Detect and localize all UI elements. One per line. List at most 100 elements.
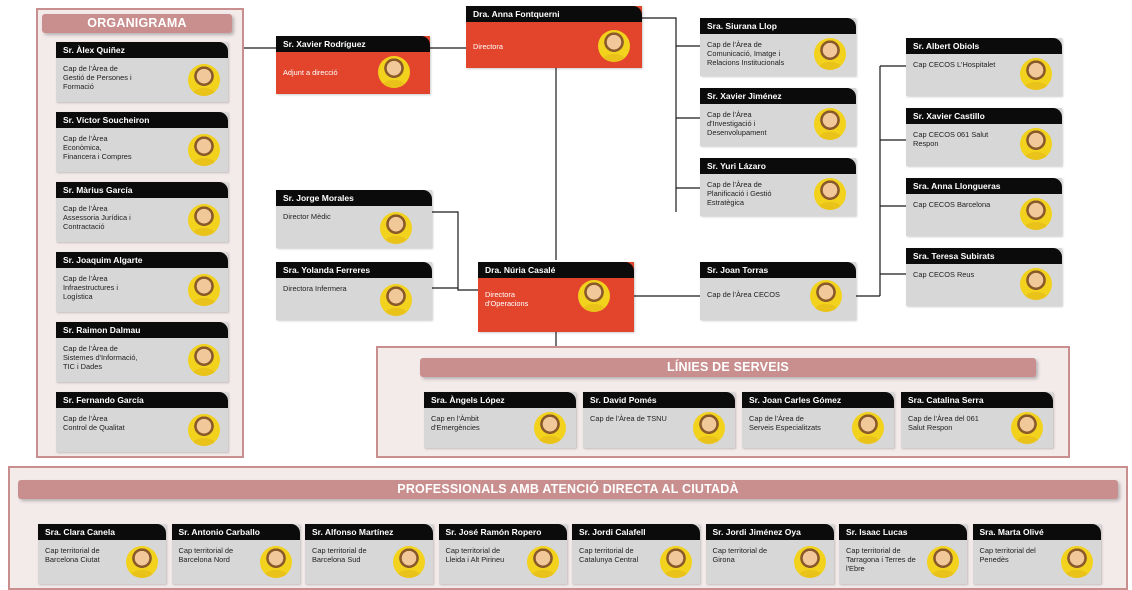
professional-6-avatar — [793, 546, 826, 578]
adjunt-name: Sr. Xavier Rodríguez — [276, 36, 430, 52]
professional-7-avatar — [927, 546, 959, 578]
cecos-head-card[interactable]: Sr. Joan Torras Cap de l'Àrea CECOS — [700, 262, 856, 320]
cecos-head-avatar — [810, 280, 842, 312]
area-1-role: Cap de l'Àrea de Comunicació, Imatge i R… — [707, 40, 785, 67]
cecos-1-role: Cap CECOS L'Hospitalet — [913, 60, 996, 69]
area-2-role: Cap de l'Àrea d'Investigació i Desenvolu… — [707, 110, 767, 137]
medical-2-role: Directora Infermera — [283, 284, 347, 293]
area-2-name: Sr. Xavier Jiménez — [700, 88, 856, 104]
professional-7-role: Cap territorial de Tarragona i Terres de… — [846, 546, 916, 573]
director-card[interactable]: Dra. Anna Fontquerni Directora — [466, 6, 642, 68]
linies-title: LÍNIES DE SERVEIS — [420, 358, 1036, 377]
professional-4-role: Cap territorial de Lleida i Alt Pirineu — [445, 546, 505, 564]
director-role: Directora — [473, 42, 503, 51]
professional-4-name: Sr. José Ramón Ropero — [438, 524, 567, 540]
cecos-3-name: Sra. Anna Llongueras — [906, 178, 1062, 194]
cecos-4-avatar — [1020, 268, 1052, 300]
org-member-2-avatar — [188, 134, 220, 166]
professional-5-role: Cap territorial de Catalunya Central — [579, 546, 639, 564]
cecos-1-avatar — [1020, 58, 1052, 90]
org-member-1-name: Sr. Àlex Quiñez — [56, 42, 228, 58]
professional-5-avatar — [660, 546, 692, 578]
professional-2-avatar — [259, 546, 292, 578]
linies-member-2-role: Cap de l'Àrea de TSNU — [590, 414, 667, 423]
org-member-6-avatar — [188, 414, 220, 446]
professional-8-avatar — [1060, 546, 1093, 578]
org-member-5-role: Cap de l'Àrea de Sistemes d'Informació, … — [63, 344, 138, 371]
linies-member-3-name: Sr. Joan Carles Gómez — [742, 392, 894, 408]
org-member-3-avatar — [188, 204, 220, 236]
professional-1-role: Cap territorial de Barcelona Ciutat — [45, 546, 100, 564]
professional-3-name: Sr. Alfonso Martínez — [305, 524, 433, 540]
cecos-3-role: Cap CECOS Barcelona — [913, 200, 991, 209]
cecos-1-name: Sr. Albert Obiols — [906, 38, 1062, 54]
linies-member-2-avatar — [693, 412, 725, 444]
linies-member-3-avatar — [852, 412, 884, 444]
operations-name: Dra. Núria Casalé — [478, 262, 634, 278]
cecos-2-role: Cap CECOS 061 Salut Respon — [913, 130, 989, 148]
linies-member-2-name: Sr. David Pomés — [583, 392, 735, 408]
org-member-2-name: Sr. Víctor Soucheiron — [56, 112, 228, 128]
org-member-2-role: Cap de l'Àrea Econòmica, Financera i Com… — [63, 134, 132, 161]
organigrama-title: ORGANIGRAMA — [42, 14, 232, 33]
cecos-4-name: Sra. Teresa Subirats — [906, 248, 1062, 264]
org-member-4-avatar — [188, 274, 220, 306]
org-member-4-name: Sr. Joaquim Algarte — [56, 252, 228, 268]
cecos-2-avatar — [1020, 128, 1052, 160]
professional-6-name: Sr. Jordi Jiménez Oya — [705, 524, 834, 540]
linies-member-1-role: Cap en l'Àmbit d'Emergències — [431, 414, 480, 432]
professional-8-role: Cap territorial del Penedès — [979, 546, 1036, 564]
cecos-head-role: Cap de l'Àrea CECOS — [707, 290, 780, 299]
org-member-3-role: Cap de l'Àrea Assessoria Jurídica i Cont… — [63, 204, 131, 231]
area-1-avatar — [814, 38, 846, 70]
area-2-avatar — [814, 108, 846, 140]
org-member-3-name: Sr. Màrius García — [56, 182, 228, 198]
operations-card[interactable]: Dra. Núria Casalé Directora d'Operacions — [478, 262, 634, 332]
area-3-name: Sr. Yuri Lázaro — [700, 158, 856, 174]
cecos-4-role: Cap CECOS Reus — [913, 270, 975, 279]
medical-2-name: Sra. Yolanda Ferreres — [276, 262, 432, 278]
cecos-2-name: Sr. Xavier Castillo — [906, 108, 1062, 124]
medical-2-avatar — [380, 284, 412, 316]
medical-1-avatar — [380, 212, 412, 244]
director-avatar — [598, 30, 630, 62]
area-1-name: Sra. Siurana Llop — [700, 18, 856, 34]
professional-1-avatar — [126, 546, 158, 578]
professionals-title: PROFESSIONALS AMB ATENCIÓ DIRECTA AL CIU… — [18, 480, 1118, 499]
professional-8-name: Sra. Marta Olivé — [972, 524, 1101, 540]
director-name: Dra. Anna Fontquerni — [466, 6, 642, 22]
professional-3-avatar — [393, 546, 425, 578]
professional-2-name: Sr. Antonio Carballo — [171, 524, 300, 540]
adjunt-card[interactable]: Sr. Xavier Rodríguez Adjunt a direcció — [276, 36, 430, 94]
org-member-1-role: Cap de l'Àrea de Gestió de Persones i Fo… — [63, 64, 132, 91]
linies-member-4-avatar — [1011, 412, 1043, 444]
professional-7-name: Sr. Isaac Lucas — [839, 524, 967, 540]
